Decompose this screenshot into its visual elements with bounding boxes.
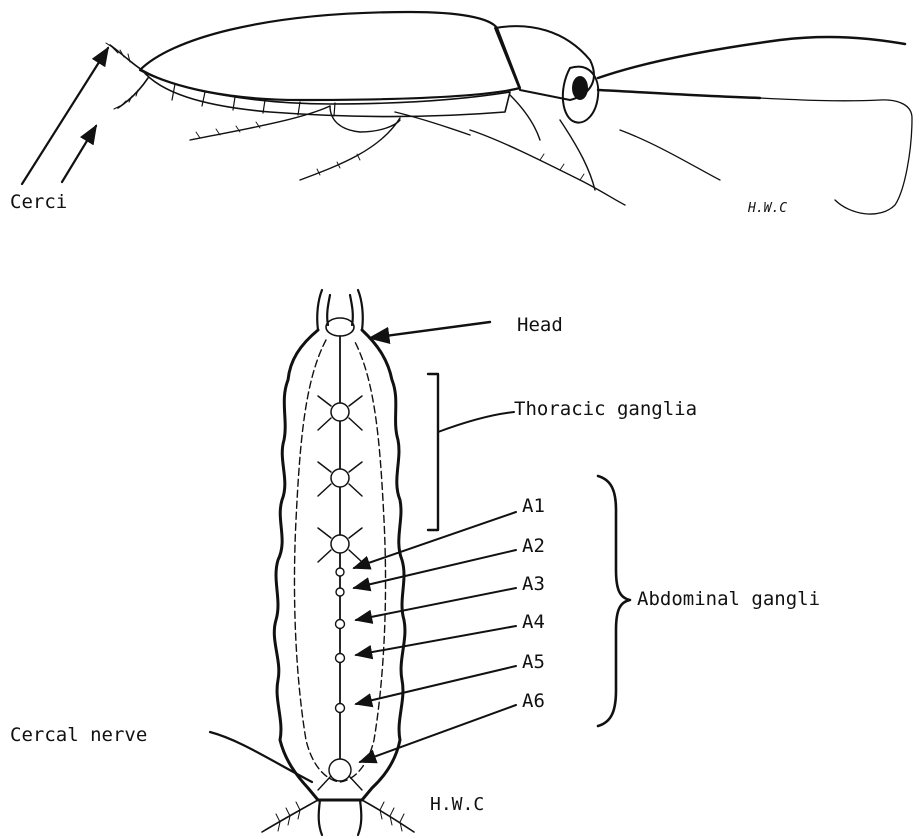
cockroach-side-view: Cerci H.W.C [10,12,912,216]
abdominal-labels: A1 A2 A3 A4 A5 A6 [522,495,545,712]
head-arrow [370,322,490,338]
cercus-upper [110,45,142,70]
abdominal-brace [598,476,630,726]
cerci-arrow-2 [62,126,96,182]
cercal-nerve-pointer [210,732,312,782]
antenna-curve [760,98,912,214]
arrow-a4 [356,626,516,655]
thoracic-label: Thoracic ganglia [514,398,697,420]
arrow-a5 [356,666,516,704]
arrow-a6 [360,705,516,762]
tail [319,800,362,835]
label-a5: A5 [522,651,545,673]
abdomen [142,70,510,117]
arrow-a2 [354,550,516,588]
label-a3: A3 [522,573,545,595]
cercus-lower [118,78,148,108]
label-a6: A6 [522,690,545,712]
mouthparts [317,290,363,330]
cerci-arrow-1 [22,48,108,184]
cerci-label: Cerci [10,191,67,213]
arrow-a3 [356,588,516,620]
arrow-a1 [354,512,516,568]
head-label: Head [517,314,563,336]
cercus-right [362,800,414,832]
top-signature: H.W.C [747,201,787,216]
bottom-signature: H.W.C [430,794,484,815]
nervous-system-view: Head Thoracic ganglia A1 A2 A3 A4 A5 A6 … [10,290,820,835]
thoracic-leader [438,412,514,432]
compound-eye [572,76,588,100]
label-a4: A4 [522,611,545,633]
antenna-upper [598,37,905,78]
terminal-ganglion [329,759,351,781]
abdominal-label: Abdominal gangli [637,588,820,610]
thoracic-bracket [428,374,438,530]
legs [190,95,625,205]
thoracic-ganglia [318,396,362,562]
wing [140,12,520,100]
label-a2: A2 [522,535,545,557]
antenna-tail [620,130,720,180]
label-a1: A1 [522,495,545,517]
antenna-lower [598,90,760,98]
brain [326,318,354,336]
cercal-nerve-label: Cercal nerve [10,724,147,746]
